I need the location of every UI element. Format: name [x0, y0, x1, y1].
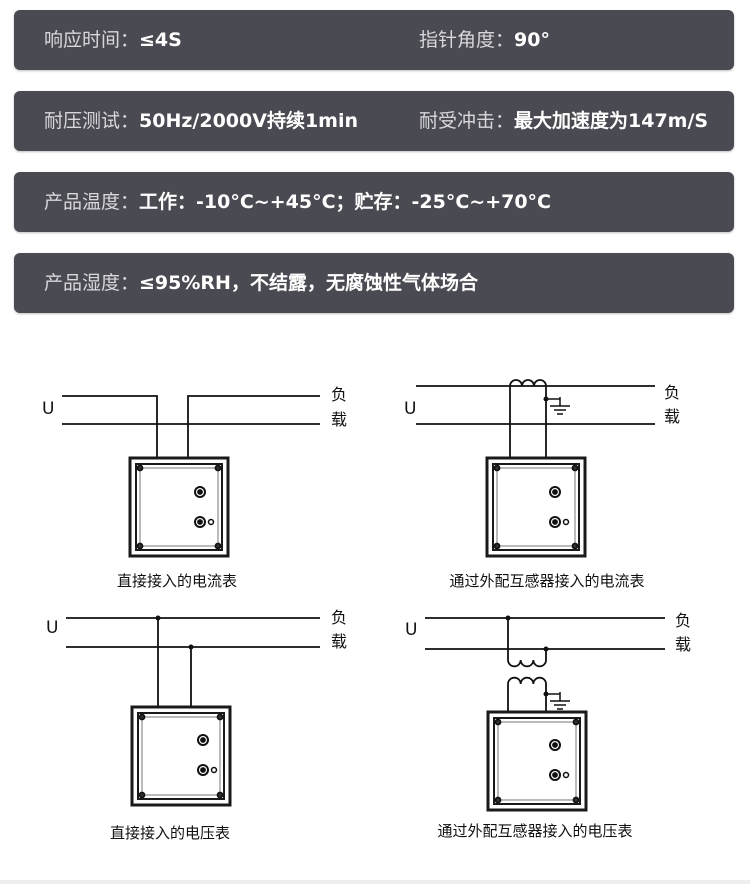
caption-ct-ammeter: 通过外配互感器接入的电流表	[449, 572, 644, 590]
load-label-top: 负	[664, 383, 680, 402]
spec-label: 耐压测试：	[44, 110, 140, 132]
caption-direct-voltmeter: 直接接入的电压表	[110, 824, 230, 842]
spec-pointer-angle: 指针角度：90°	[419, 10, 550, 70]
meter-box	[128, 456, 230, 558]
load-label-top: 负	[331, 608, 347, 627]
current-transformer-coil	[509, 379, 547, 387]
junction-dot	[155, 615, 161, 621]
load-label-bottom: 载	[331, 632, 347, 651]
spec-label: 产品温度：	[44, 191, 140, 213]
spec-response-time: 响应时间：≤4S	[44, 10, 182, 70]
bottom-divider	[0, 880, 750, 884]
diagram-ct-ammeter: U 负 载 通过外配互感器接入的电流表	[404, 379, 680, 590]
junction-dot	[505, 615, 511, 621]
caption-direct-ammeter: 直接接入的电流表	[117, 572, 237, 590]
junction-dot	[543, 646, 549, 652]
line-label-u: U	[404, 399, 416, 419]
load-label-top: 负	[675, 611, 691, 630]
diagram-direct-voltmeter: U 负 载 直接接入的电压表	[46, 608, 347, 842]
line-label-u: U	[46, 618, 58, 638]
potential-transformer-secondary-coil	[507, 676, 547, 685]
spec-label: 响应时间：	[44, 29, 140, 51]
load-label-bottom: 载	[664, 407, 680, 426]
caption-pt-voltmeter: 通过外配互感器接入的电压表	[437, 822, 632, 840]
line-label-u: U	[405, 620, 417, 640]
spec-bar-humidity: 产品湿度：≤95%RH，不结露，无腐蚀性气体场合	[14, 253, 734, 313]
line-label-u: U	[42, 399, 54, 419]
spec-value: 50Hz/2000V持续1min	[139, 110, 358, 132]
spec-temperature: 产品温度：工作：-10°C~+45°C；贮存：-25°C~+70°C	[44, 172, 551, 232]
spec-label: 指针角度：	[419, 29, 515, 51]
spec-value: ≤95%RH，不结露，无腐蚀性气体场合	[139, 272, 478, 294]
ground-icon	[545, 396, 571, 415]
meter-box	[485, 456, 587, 558]
spec-bar-response: 响应时间：≤4S 指针角度：90°	[14, 10, 734, 70]
spec-value: ≤4S	[139, 29, 182, 51]
spec-shock-resistance: 耐受冲击：最大加速度为147m/S	[419, 91, 708, 151]
spec-humidity: 产品湿度：≤95%RH，不结露，无腐蚀性气体场合	[44, 253, 478, 313]
meter-box	[486, 710, 588, 812]
load-label-bottom: 载	[331, 410, 347, 429]
potential-transformer-primary-coil	[507, 659, 547, 668]
spec-value: 工作：-10°C~+45°C；贮存：-25°C~+70°C	[139, 191, 552, 213]
diagram-direct-ammeter: U 负 载 直接接入的电流表	[42, 385, 347, 590]
diagram-pt-voltmeter: U 负 载 通过外配互感器接入的电压表	[405, 611, 691, 840]
spec-label: 耐受冲击：	[419, 110, 515, 132]
meter-box	[130, 705, 232, 807]
spec-bar-withstand: 耐压测试：50Hz/2000V持续1min 耐受冲击：最大加速度为147m/S	[14, 91, 734, 151]
spec-voltage-test: 耐压测试：50Hz/2000V持续1min	[44, 91, 358, 151]
load-label-bottom: 载	[675, 635, 691, 654]
spec-label: 产品湿度：	[44, 272, 140, 294]
load-label-top: 负	[331, 385, 347, 404]
spec-value: 90°	[514, 29, 550, 51]
spec-bar-temperature: 产品温度：工作：-10°C~+45°C；贮存：-25°C~+70°C	[14, 172, 734, 232]
spec-value: 最大加速度为147m/S	[514, 110, 709, 132]
ground-icon	[545, 691, 571, 710]
junction-dot	[188, 644, 194, 650]
